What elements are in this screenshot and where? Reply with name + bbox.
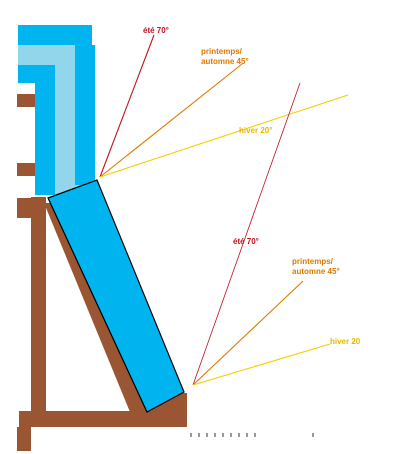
- base-beam: [19, 411, 187, 427]
- ray-spring-top: [99, 63, 243, 178]
- ground-ticks: [190, 433, 314, 437]
- ray-summer-bottom: [192, 82, 301, 386]
- panel-foot-block: [148, 393, 187, 412]
- label-spring-top-line1: printemps/: [201, 47, 243, 56]
- label-summer-bottom: été 70°: [233, 237, 259, 246]
- solar-panel: [47, 179, 185, 413]
- upper-window-right-blue: [75, 45, 95, 185]
- stub-bottom: [17, 427, 31, 451]
- lower-sun-rays: [192, 82, 331, 386]
- label-winter-top: hiver 20°: [239, 126, 272, 135]
- stub-2: [17, 163, 35, 176]
- upper-sun-rays: [99, 34, 349, 178]
- upper-window-outer: [18, 25, 92, 45]
- ray-summer-top: [99, 34, 155, 178]
- ray-winter-top: [99, 94, 349, 178]
- diagonal-brace: [44, 203, 147, 412]
- label-spring-bottom-line2: automne 45°: [292, 267, 340, 276]
- label-summer-top: été 70°: [143, 26, 169, 35]
- label-spring-bottom-line1: printemps/: [292, 257, 334, 266]
- upper-window: [18, 25, 95, 198]
- wall-stubs: [17, 94, 35, 451]
- label-spring-top-line2: automne 45°: [201, 57, 249, 66]
- ray-winter-bottom: [192, 343, 331, 386]
- vertical-post: [31, 197, 46, 412]
- label-winter-bottom: hiver 20: [330, 337, 361, 346]
- wooden-stand: [19, 197, 187, 427]
- upper-window-column-blue: [35, 83, 55, 195]
- stub-3: [17, 198, 35, 218]
- upper-window-band: [18, 65, 55, 83]
- ray-spring-bottom: [192, 280, 304, 386]
- stub-1: [17, 94, 35, 107]
